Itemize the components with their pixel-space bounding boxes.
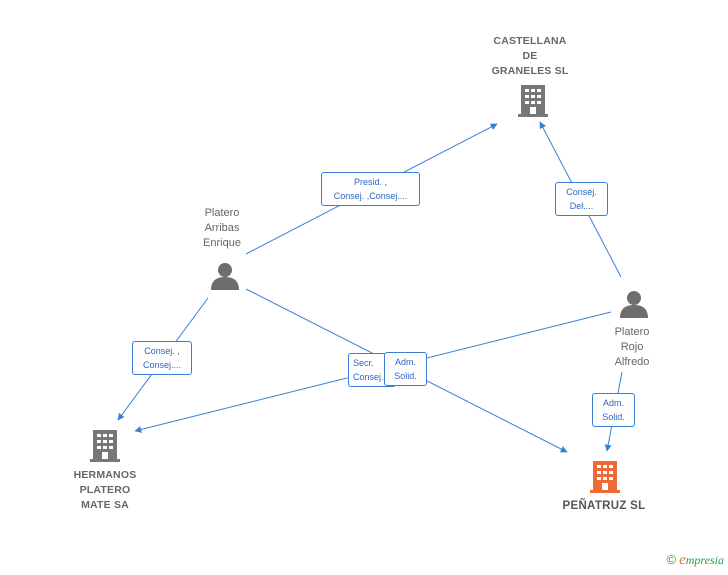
copyright-icon: © bbox=[666, 552, 677, 567]
building-icon[interactable] bbox=[518, 85, 548, 117]
brand-name: mpresia bbox=[685, 553, 724, 567]
person-label-platero-arribas[interactable]: Platero Arribas Enrique bbox=[203, 207, 241, 249]
building-icon[interactable] bbox=[590, 461, 620, 493]
edge-label-arribas-castellana[interactable]: Presid. , Consej. ,Consej.... bbox=[321, 172, 420, 206]
edge-label-arribas-hermanos[interactable]: Consej. , Consej.... bbox=[132, 341, 192, 375]
brand-initial: e bbox=[679, 552, 686, 568]
person-icon[interactable] bbox=[211, 263, 239, 290]
company-label-hermanos[interactable]: HERMANOS PLATERO MATE SA bbox=[73, 469, 137, 511]
company-label-castellana[interactable]: CASTELLANA DE GRANELES SL bbox=[491, 35, 569, 77]
person-label-platero-rojo[interactable]: Platero Rojo Alfredo bbox=[614, 326, 650, 368]
edge-label-arribas-penatruz[interactable]: Adm. Solid. bbox=[384, 352, 427, 386]
company-label-penatruz[interactable]: PEÑATRUZ SL bbox=[562, 500, 646, 512]
person-icon[interactable] bbox=[620, 291, 648, 318]
brand-logo[interactable]: ©empresia bbox=[667, 552, 725, 569]
edge-label-rojo-castellana[interactable]: Consej. Del.... bbox=[555, 182, 608, 216]
edge-label-rojo-penatruz[interactable]: Adm. Solid. bbox=[592, 393, 635, 427]
building-icon[interactable] bbox=[90, 430, 120, 462]
